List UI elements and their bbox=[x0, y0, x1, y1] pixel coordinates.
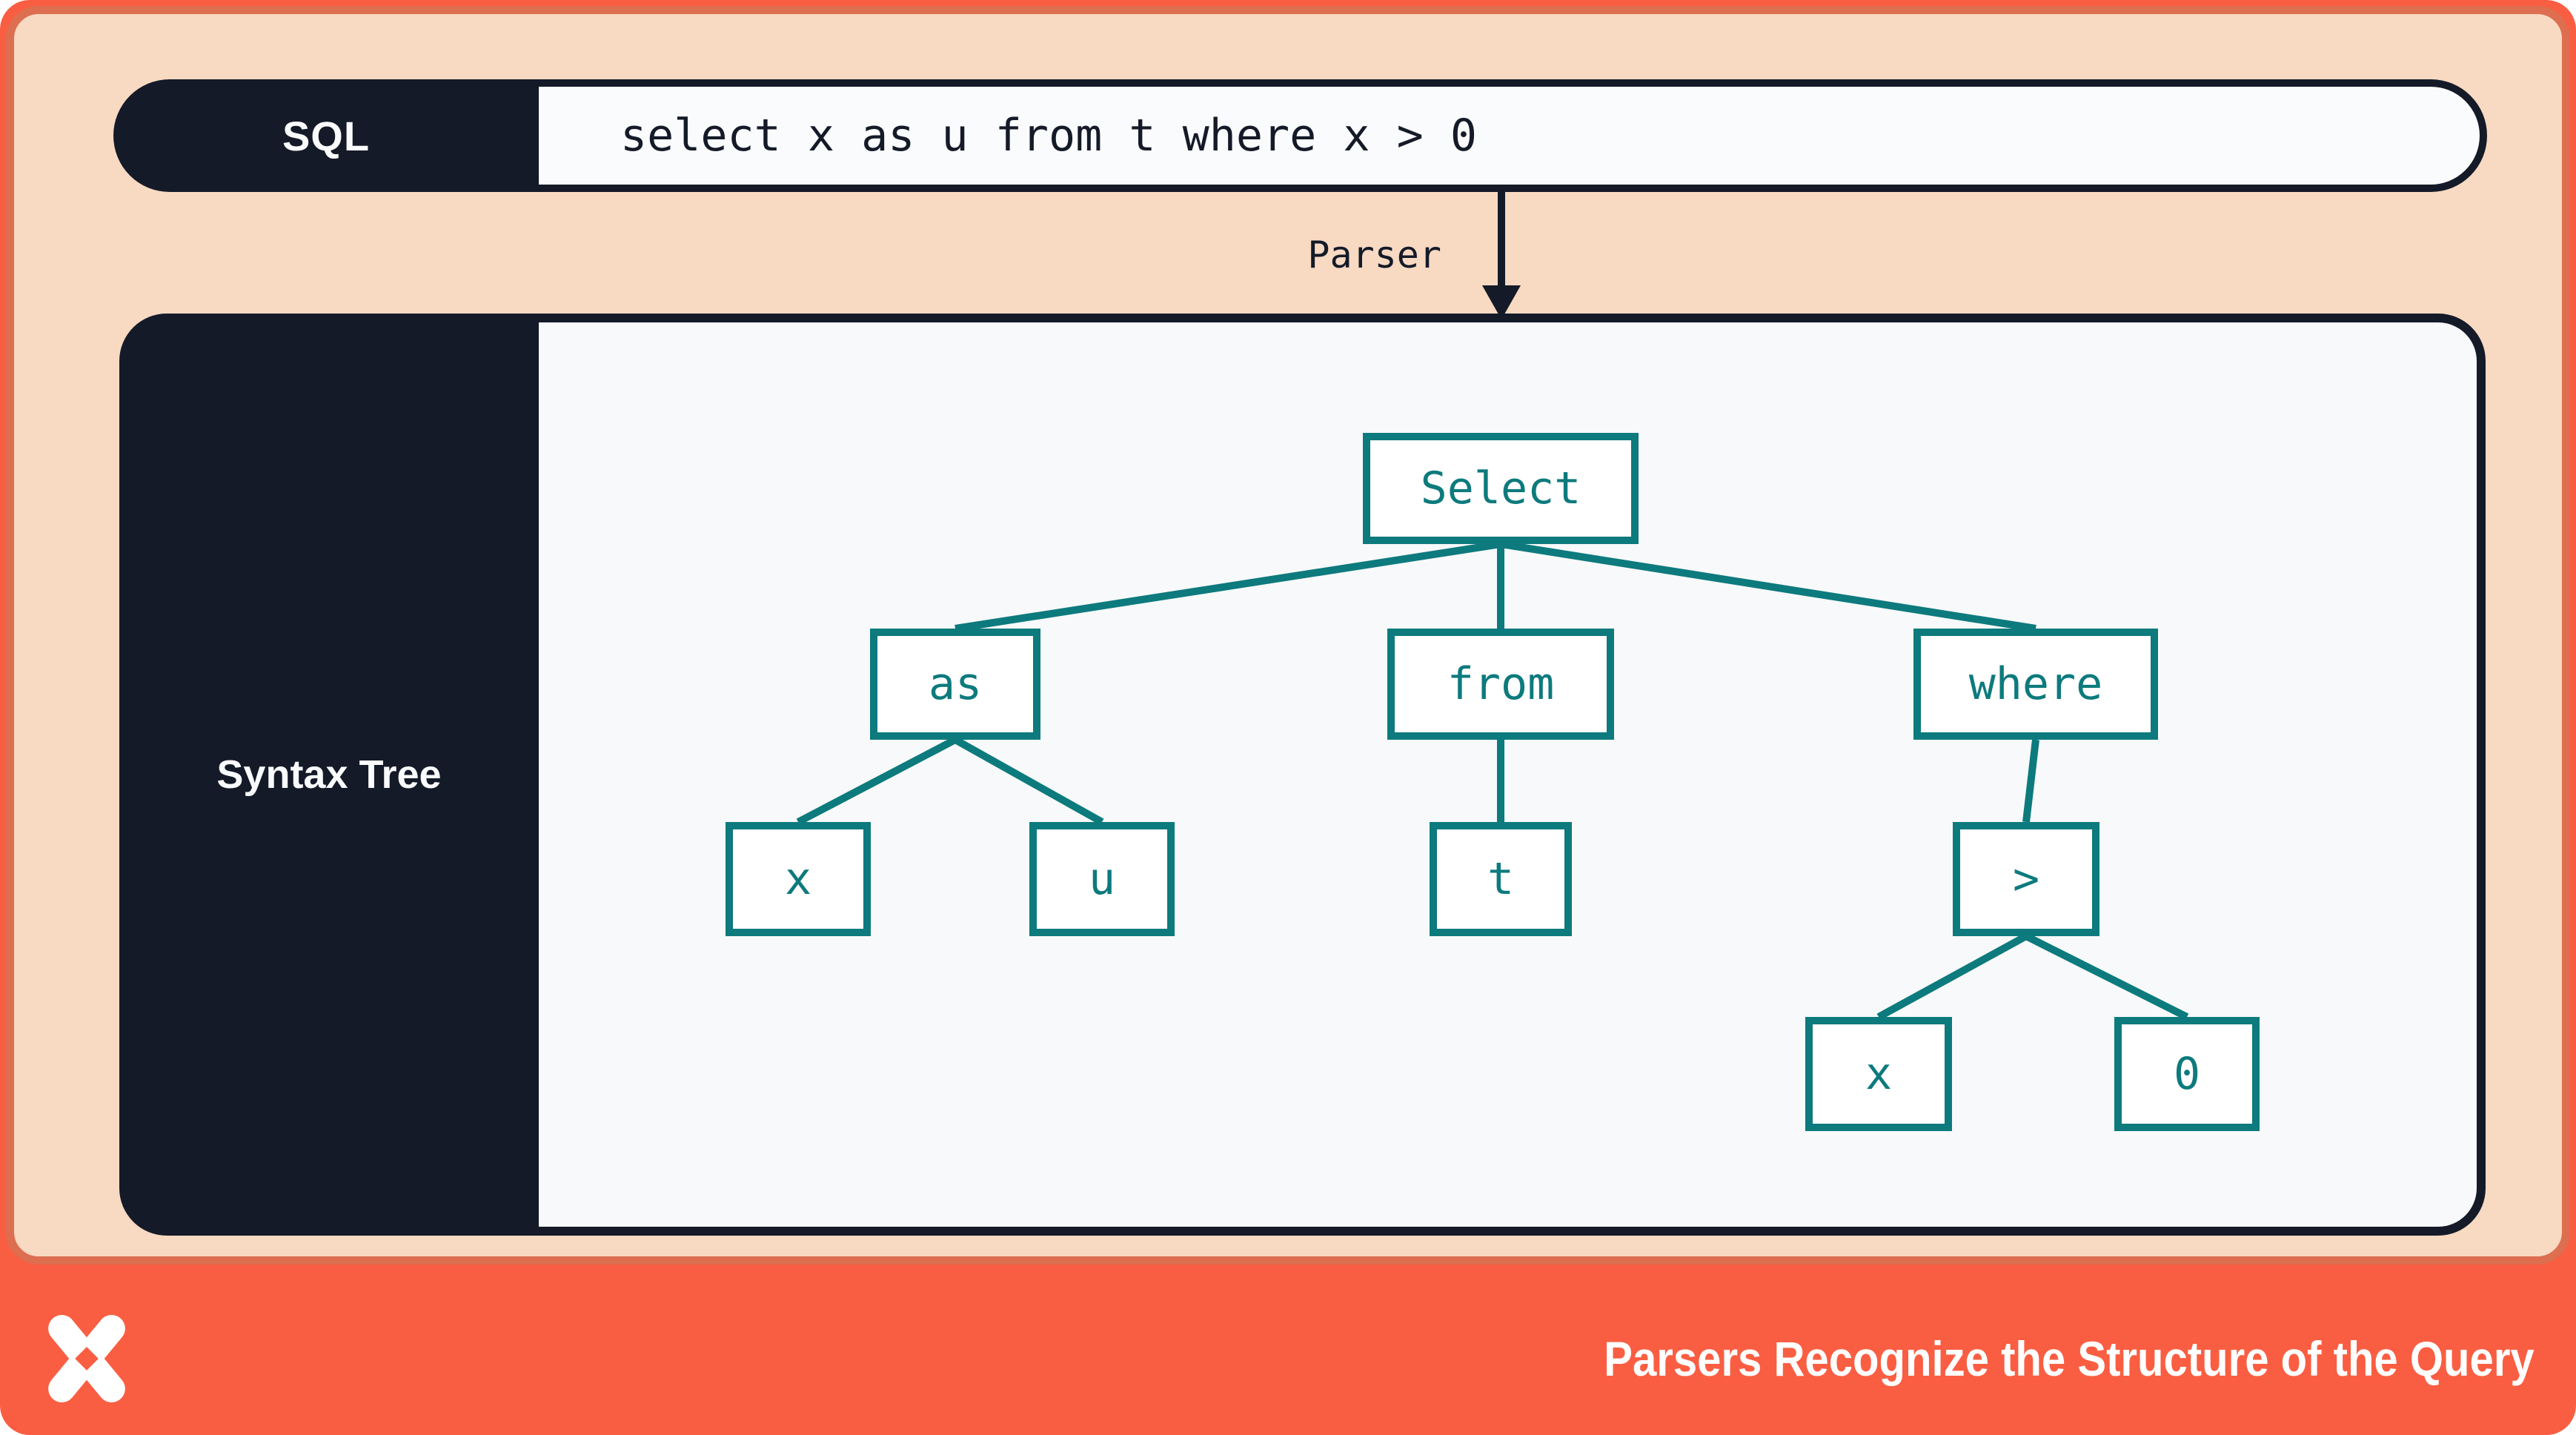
tree-node-zero: 0 bbox=[2114, 1017, 2260, 1131]
tree-node-as: as bbox=[870, 629, 1040, 740]
sql-bar-label: SQL bbox=[282, 112, 371, 159]
tree-edge-select-where bbox=[1500, 540, 2036, 632]
tree-node-where: where bbox=[1913, 629, 2158, 740]
tree-edges-layer bbox=[796, 540, 2189, 1021]
tree-edge-where-gt bbox=[2022, 739, 2039, 823]
sql-bar-label-section: SQL bbox=[113, 79, 539, 192]
tree-edge-gt-x2 bbox=[1876, 932, 2028, 1021]
tree-edge-as-x1 bbox=[796, 736, 957, 826]
tree-node-gt: > bbox=[1953, 822, 2099, 936]
footer-bar: Parsers Recognize the Structure of the Q… bbox=[0, 1282, 2576, 1435]
x-star-logo-icon bbox=[48, 1315, 125, 1402]
tree-node-from: from bbox=[1387, 629, 1614, 740]
parser-label: Parser bbox=[1307, 233, 1441, 276]
tree-node-x2: x bbox=[1805, 1017, 1952, 1131]
tree-node-t: t bbox=[1430, 822, 1572, 936]
tree-node-u: u bbox=[1029, 822, 1175, 936]
parser-arrow-line bbox=[1498, 192, 1505, 288]
sql-query-text: select x as u from t where x > 0 bbox=[620, 110, 1477, 162]
sql-query-section: select x as u from t where x > 0 bbox=[539, 87, 2480, 185]
tree-edge-gt-zero bbox=[2024, 932, 2189, 1021]
tree-node-select: Select bbox=[1363, 433, 1639, 544]
footer-title: Parsers Recognize the Structure of the Q… bbox=[1604, 1331, 2534, 1386]
tree-edge-select-as bbox=[955, 540, 1501, 632]
tree-node-x1: x bbox=[726, 822, 871, 936]
content-panel: SQL select x as u from t where x > 0 Par… bbox=[6, 6, 2570, 1265]
sql-bar: SQL select x as u from t where x > 0 bbox=[113, 79, 2487, 192]
syntax-tree-label-section: Syntax Tree bbox=[119, 314, 539, 1236]
tree-edge-as-u bbox=[953, 736, 1104, 826]
syntax-tree-label: Syntax Tree bbox=[216, 752, 442, 797]
